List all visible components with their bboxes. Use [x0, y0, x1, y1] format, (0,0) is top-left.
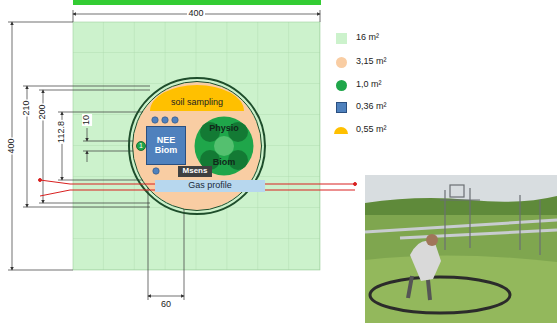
msens-box: Msens [178, 166, 212, 177]
dimension-label: 210 [22, 99, 32, 116]
field-photo [365, 175, 557, 323]
dimension-label: 400 [187, 9, 204, 19]
dimension-label: 10 [82, 114, 92, 126]
legend-text: 0,55 m² [356, 125, 387, 135]
legend-text: 1,0 m² [356, 80, 382, 90]
top-bar [73, 0, 321, 5]
legend-swatch [336, 57, 347, 68]
legend-text: 16 m² [356, 33, 379, 43]
node-text: Gas profile [188, 181, 232, 191]
node-text: Msens [183, 167, 208, 176]
node-text: Biom [213, 158, 236, 168]
gas-profile-bar: Gas profile [155, 180, 265, 192]
dimension-lines [8, 10, 320, 300]
gas-line [39, 179, 357, 197]
dimension-label: 112.8 [57, 120, 67, 144]
soil-sampling-band: soil sampling [150, 85, 244, 111]
node-text: 1 [139, 142, 143, 150]
legend-text: 3,15 m² [356, 57, 387, 67]
sensor-circle: 1 [136, 141, 146, 151]
legend-swatch [334, 127, 348, 134]
node-text: Physio [209, 124, 239, 134]
dimension-label: 400 [7, 137, 17, 154]
legend-swatch [336, 102, 347, 113]
legend-swatch [336, 33, 347, 44]
grid-plot [73, 22, 320, 270]
node-text: NEE Biom [146, 136, 186, 156]
node-text: soil sampling [171, 98, 223, 108]
dimension-label: 60 [160, 300, 172, 310]
dimension-label: 200 [38, 103, 48, 120]
legend-text: 0,36 m² [356, 102, 387, 112]
legend-swatch [336, 80, 347, 91]
nee-biom-box: NEE Biom [146, 126, 186, 165]
